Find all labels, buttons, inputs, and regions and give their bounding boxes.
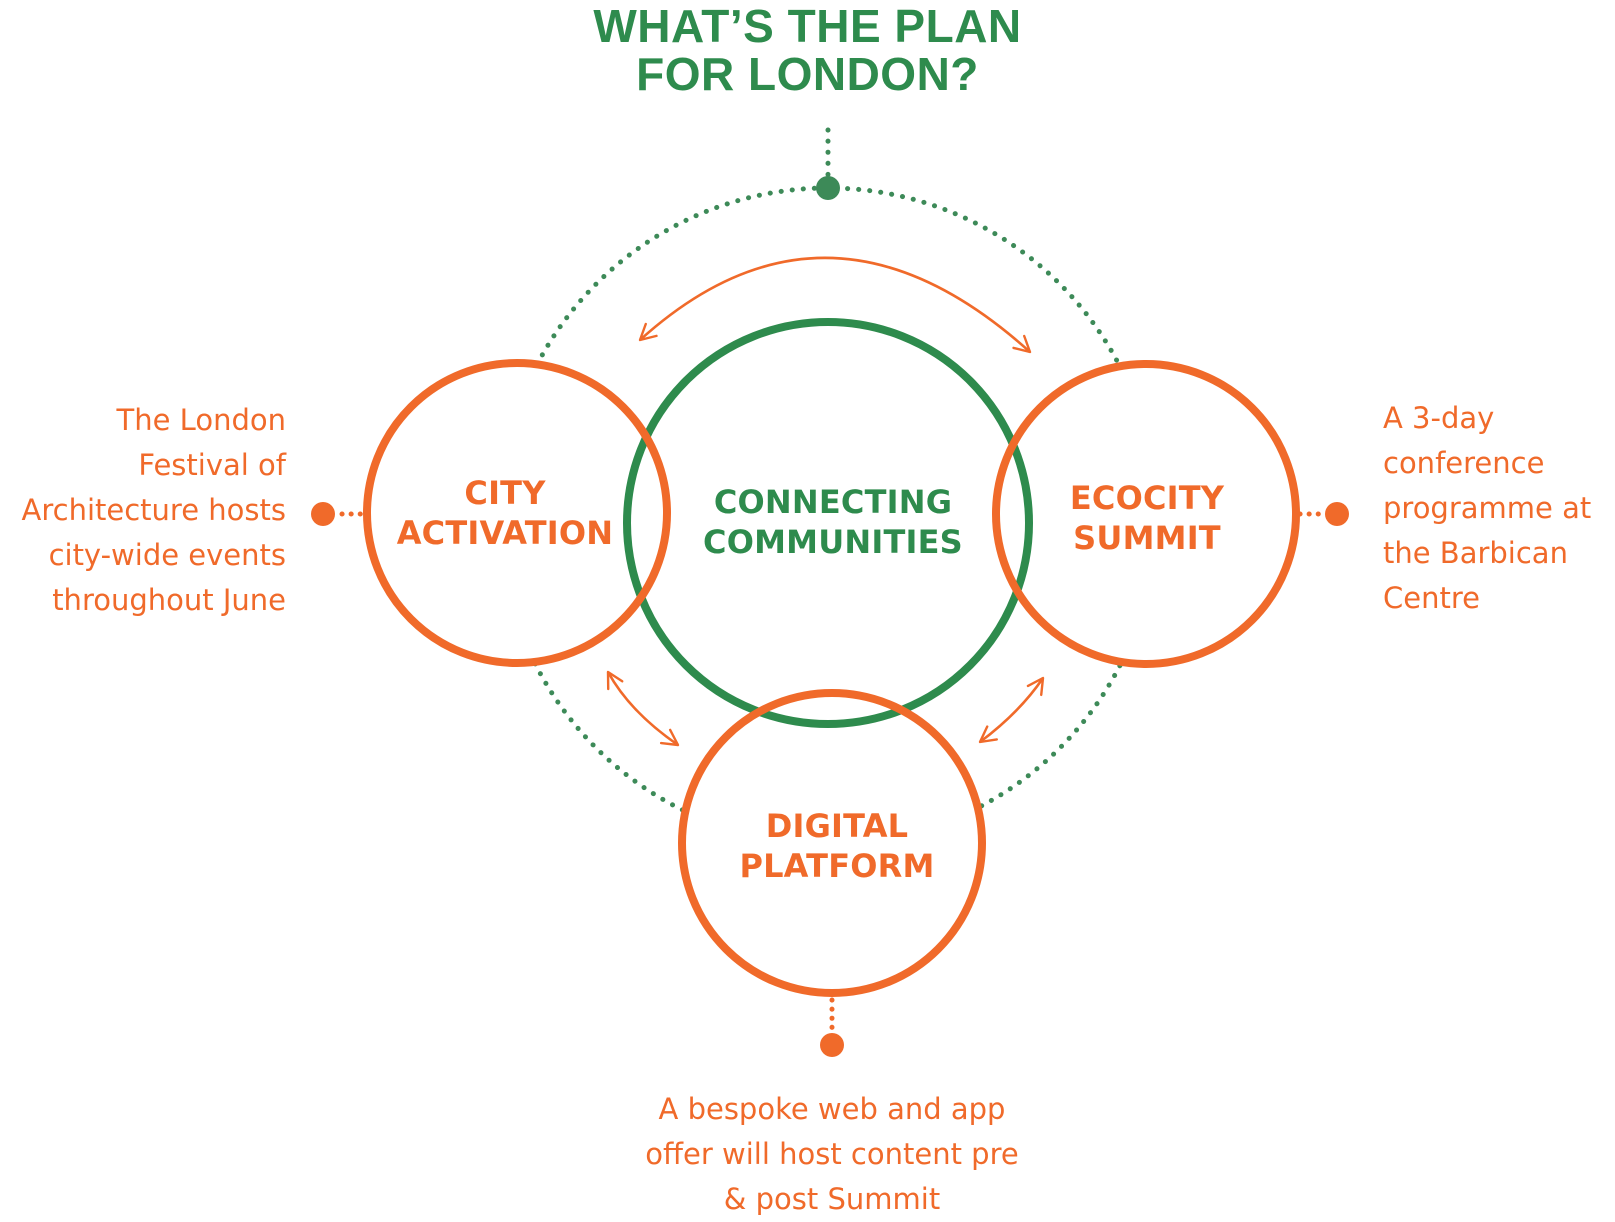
- left-desc-line-1: The London: [116, 403, 286, 437]
- left-connector-dot: [311, 502, 335, 526]
- bottom-label-line-1: DIGITAL: [765, 807, 909, 845]
- right-label-line-2: SUMMIT: [1073, 519, 1221, 557]
- left-description: The London Festival of Architecture host…: [0, 398, 286, 623]
- right-desc-line-1: A 3-day: [1383, 401, 1495, 435]
- bottom-node-label: DIGITAL PLATFORM: [712, 806, 962, 886]
- right-double-arrow: [978, 676, 1045, 744]
- left-label-line-2: ACTIVATION: [396, 514, 614, 552]
- left-desc-line-2: Festival of: [138, 448, 286, 482]
- title-line-1: WHAT’S THE PLAN: [593, 0, 1022, 52]
- center-label-line-1: CONNECTING: [713, 483, 953, 521]
- right-connector-dot: [1325, 502, 1349, 526]
- ecocity-summit-bg: [996, 364, 1296, 664]
- bottom-description: A bespoke web and app offer will host co…: [582, 1087, 1082, 1222]
- digital-platform-bg: [682, 693, 982, 993]
- connecting-communities-circle: [623, 318, 1033, 728]
- right-desc-line-4: the Barbican: [1383, 536, 1568, 570]
- city-activation-circle: [363, 359, 671, 667]
- ecocity-summit-circle: [992, 360, 1300, 668]
- right-desc-line-3: programme at: [1383, 491, 1592, 525]
- right-desc-line-5: Centre: [1383, 581, 1480, 615]
- left-desc-line-3: Architecture hosts: [21, 493, 286, 527]
- title-line-2: FOR LONDON?: [636, 48, 979, 100]
- digital-platform-circle: [678, 689, 986, 997]
- right-node-label: ECOCITY SUMMIT: [1022, 478, 1272, 558]
- city-activation-bg: [367, 363, 667, 663]
- center-node-label: CONNECTING COMMUNITIES: [668, 482, 998, 562]
- bottom-desc-line-2: offer will host content pre: [645, 1137, 1019, 1171]
- left-desc-line-4: city-wide events: [48, 538, 286, 572]
- right-description: A 3-day conference programme at the Barb…: [1383, 396, 1615, 621]
- bottom-desc-line-1: A bespoke web and app: [658, 1092, 1006, 1126]
- right-desc-line-2: conference: [1383, 446, 1545, 480]
- left-double-arrow: [606, 670, 680, 747]
- bottom-desc-line-3: & post Summit: [723, 1182, 941, 1216]
- bottom-label-line-2: PLATFORM: [739, 847, 935, 885]
- bottom-connector-dot: [820, 1033, 844, 1057]
- top-double-arrow: [638, 256, 1032, 354]
- top-connector-dot: [816, 176, 840, 200]
- right-label-line-1: ECOCITY: [1069, 479, 1225, 517]
- center-label-line-2: COMMUNITIES: [703, 523, 963, 561]
- left-desc-line-5: throughout June: [52, 583, 286, 617]
- left-label-line-1: CITY: [464, 474, 546, 512]
- left-node-label: CITY ACTIVATION: [380, 473, 630, 553]
- page-title: WHAT’S THE PLAN FOR LONDON?: [0, 2, 1615, 98]
